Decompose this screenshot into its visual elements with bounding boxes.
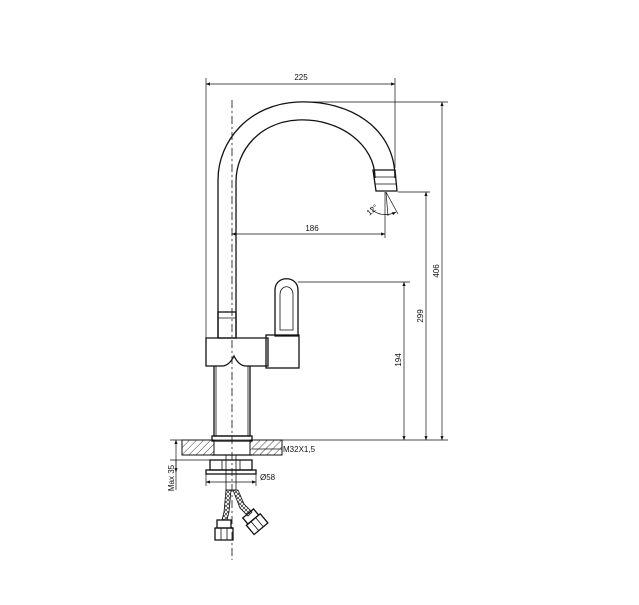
spout-inner-curve: [235, 119, 376, 338]
hose-nut-left: [216, 519, 232, 529]
dim-handle-height: 194: [394, 353, 403, 367]
hose-left: [221, 489, 232, 521]
dim-thread: M32X1,5: [283, 445, 316, 454]
dim-max-thickness: Max 35: [167, 464, 176, 491]
countertop-right: [249, 439, 283, 456]
base-flange: [211, 435, 253, 442]
mixer-body: [205, 337, 269, 367]
fixing-nut: [209, 459, 253, 471]
cartridge-housing: [265, 334, 300, 369]
lever-handle: [274, 278, 299, 337]
countertop-section: [181, 435, 283, 491]
spout-aerator: [372, 169, 398, 192]
dim-hole-diameter: Ø58: [260, 473, 276, 482]
fixing-washer: [205, 469, 257, 475]
dim-swivel-angle: 12°: [365, 203, 380, 218]
dimension-lines: 225 186 406 299 194 M32X1,5 Ø58 Max 35: [167, 73, 448, 491]
lever-handle-inner: [279, 286, 294, 331]
dim-spout-reach: 186: [305, 224, 319, 233]
dim-spout-height: 299: [416, 309, 425, 323]
countertop-left: [181, 439, 215, 456]
swivel-angle-arc: [369, 207, 397, 216]
hose-right: [232, 489, 253, 517]
faucet-outline: [205, 100, 398, 560]
dim-total-width: 225: [294, 73, 308, 82]
flexible-hoses: [214, 489, 269, 541]
dim-total-height: 406: [432, 264, 441, 278]
spout-outer-curve: [217, 101, 396, 338]
spout-collar: [217, 311, 237, 339]
